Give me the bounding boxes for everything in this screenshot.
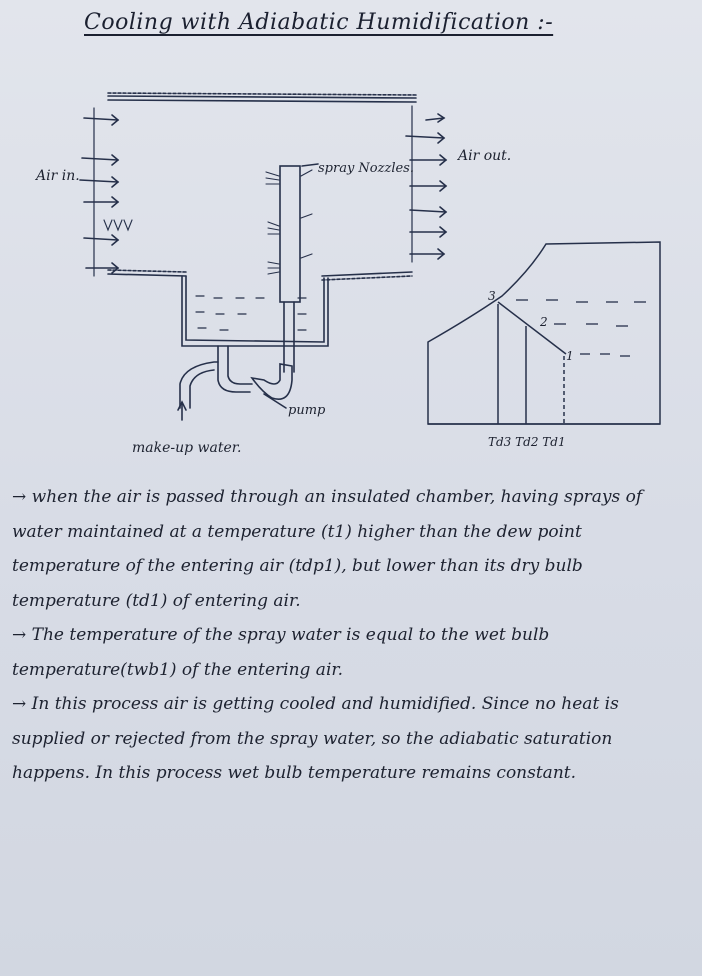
tank-water	[195, 295, 307, 331]
air-in-arrows	[79, 107, 120, 277]
psychrometric-chart	[427, 241, 661, 425]
humidity-dashes	[516, 299, 646, 357]
makeup-water-pipe	[179, 361, 219, 409]
makeup-water-label: make-up water.	[132, 440, 241, 456]
note-paragraph-1: → when the air is passed through an insu…	[12, 487, 643, 611]
duct-bottom-wall-right	[321, 271, 413, 277]
airflow-down-arrows	[103, 219, 133, 232]
spray-nozzle-column	[279, 165, 301, 303]
air-out-label: Air out.	[456, 148, 511, 164]
spray-jets	[265, 169, 313, 275]
notes-text: → when the air is passed through an insu…	[12, 480, 692, 791]
riser-pipe	[283, 301, 295, 373]
chart-outline	[427, 241, 661, 425]
note-paragraph-2: → The temperature of the spray water is …	[12, 625, 550, 680]
air-in-label: Air in.	[34, 168, 80, 184]
air-out-arrows	[405, 105, 448, 263]
page-title: Cooling with Adiabatic Humidification :-	[84, 10, 554, 35]
pump-body	[250, 363, 293, 400]
state-point-1: 1	[566, 349, 574, 363]
pump-label: pump	[288, 403, 326, 418]
process-line	[497, 301, 567, 355]
suction-pipe	[217, 345, 253, 393]
humidifier-diagram: Air in. Air out. spray Nozzles. pump mak…	[34, 92, 661, 456]
spray-nozzles-label: spray Nozzles.	[318, 161, 414, 176]
note-paragraph-3: → In this process air is getting cooled …	[12, 694, 619, 783]
duct-bottom-wall-left	[107, 273, 187, 277]
water-tank	[185, 275, 325, 343]
dry-bulb-axis-labels: Td3 Td2 Td1	[488, 435, 566, 449]
duct-top-wall	[107, 95, 417, 99]
state-point-2: 2	[539, 315, 548, 329]
state-point-3: 3	[488, 289, 496, 303]
